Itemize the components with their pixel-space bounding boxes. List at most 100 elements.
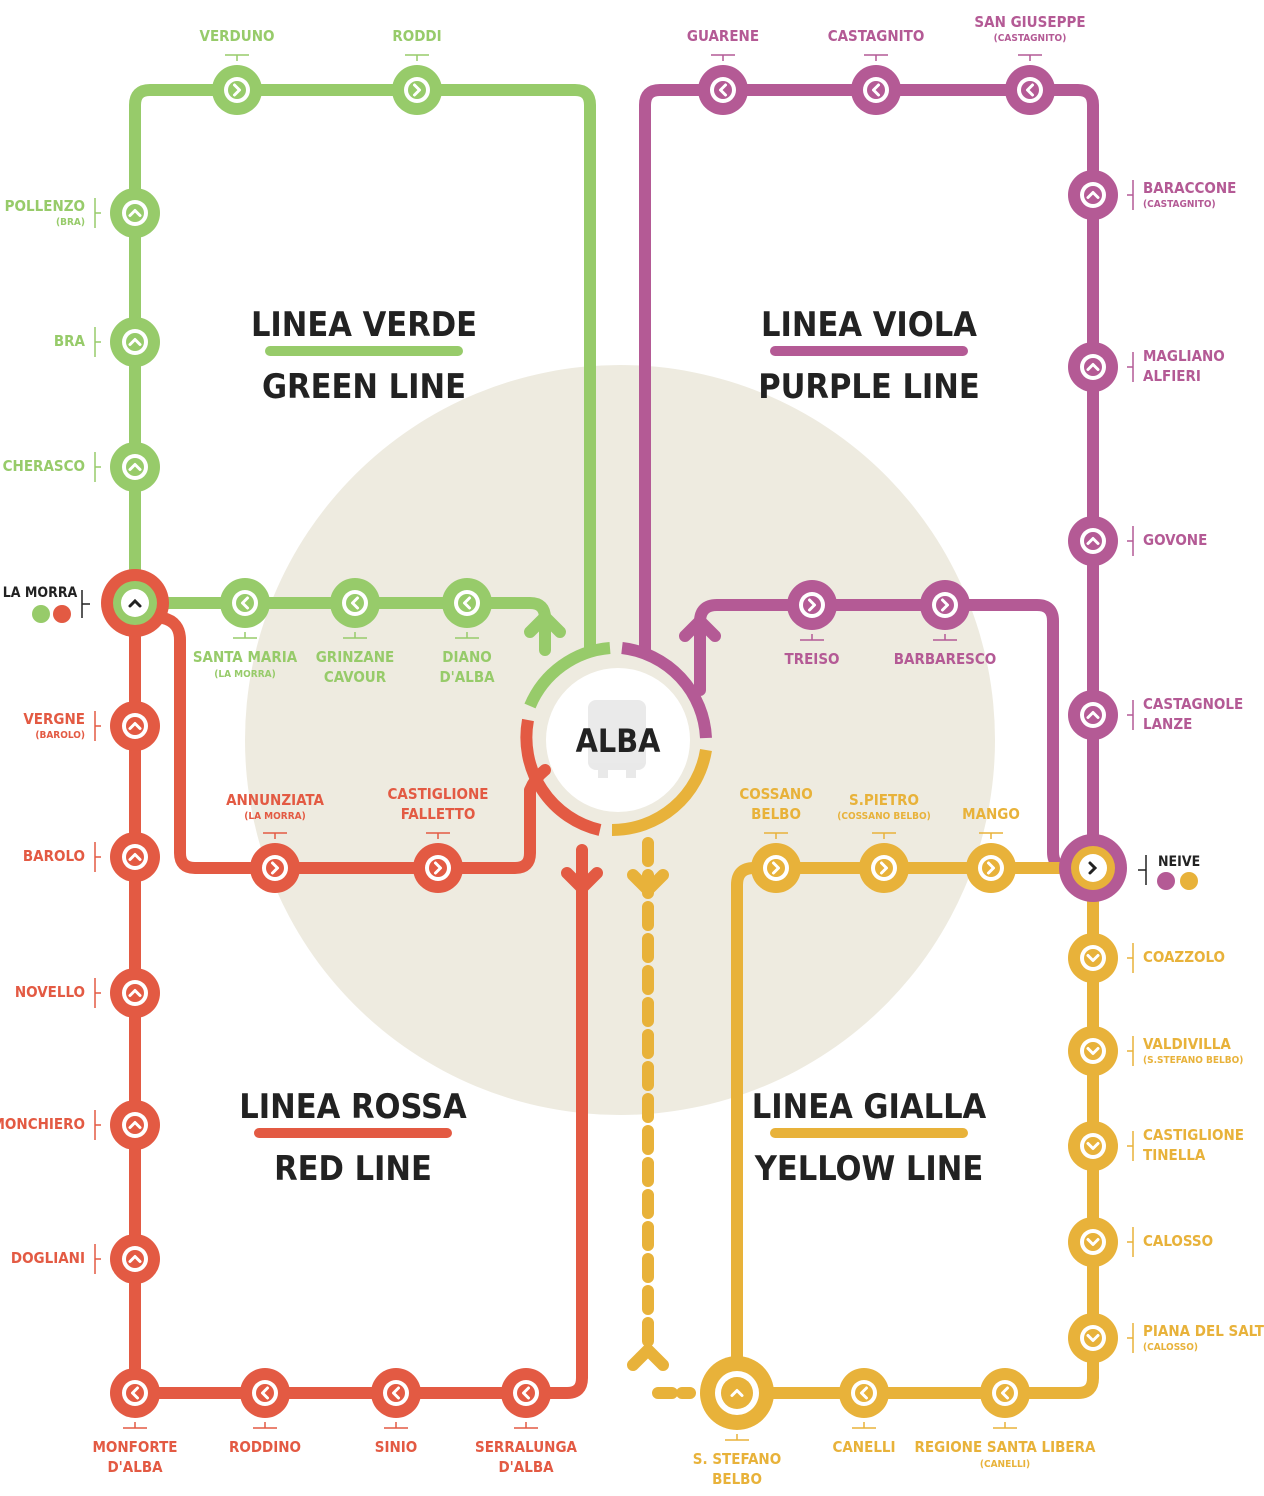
station-label-santa-maria: SANTA MARIA(LA MORRA) — [193, 632, 298, 680]
station-name: COSSANO — [739, 785, 812, 803]
station-name: BAROLO — [23, 847, 85, 865]
station-annunziata[interactable] — [250, 843, 300, 893]
station-label-pollenzo: POLLENZO(BRA) — [5, 197, 101, 228]
station-name: GOVONE — [1143, 531, 1207, 549]
station-coazzolo[interactable] — [1068, 933, 1118, 983]
station-name: CASTIGLIONE — [1143, 1126, 1244, 1144]
neive-yellow-dot — [1180, 872, 1198, 890]
station-baraccone[interactable] — [1068, 170, 1118, 220]
station-diano[interactable] — [442, 578, 492, 628]
station-canelli[interactable] — [839, 1368, 889, 1418]
station-san-giuseppe[interactable] — [1005, 65, 1055, 115]
station-sub: (LA MORRA) — [244, 811, 305, 822]
station-cossano[interactable] — [751, 843, 801, 893]
station-treiso[interactable] — [787, 580, 837, 630]
station-bra[interactable] — [110, 317, 160, 367]
station-grinzane[interactable] — [330, 578, 380, 628]
station-name: D'ALBA — [498, 1458, 554, 1476]
station-barolo[interactable] — [110, 832, 160, 882]
station-name: CASTAGNOLE — [1143, 695, 1243, 713]
la-morra-label: LA MORRA — [3, 585, 78, 601]
station-sub: (CANELLI) — [980, 1459, 1030, 1470]
station-s-pietro[interactable] — [859, 843, 909, 893]
station-mango[interactable] — [966, 843, 1016, 893]
station-sub: (CASTAGNITO) — [994, 33, 1067, 44]
station-sub: (BAROLO) — [35, 730, 85, 741]
station-label-novello: NOVELLO — [15, 978, 101, 1008]
red-line-title-en: RED LINE — [274, 1149, 432, 1189]
station-label-bra: BRA — [54, 327, 101, 357]
station-name: CALOSSO — [1143, 1232, 1213, 1250]
station-calosso[interactable] — [1068, 1217, 1118, 1267]
station-piana[interactable] — [1068, 1313, 1118, 1363]
station-pollenzo[interactable] — [110, 188, 160, 238]
station-regione[interactable] — [980, 1368, 1030, 1418]
station-name: GUARENE — [687, 27, 759, 45]
station-name: GRINZANE — [316, 648, 395, 666]
neive-label: NEIVE — [1158, 854, 1200, 870]
station-label-barbaresco: BARBARESCO — [894, 634, 997, 668]
station-label-roddi: RODDI — [392, 27, 442, 61]
station-sub: (S.STEFANO BELBO) — [1143, 1055, 1243, 1066]
station-guarene[interactable] — [698, 65, 748, 115]
green-line-title: LINEA VERDE GREEN LINE — [251, 305, 477, 407]
station-name: CAVOUR — [324, 668, 387, 686]
station-serralunga[interactable] — [501, 1368, 551, 1418]
station-name: MANGO — [962, 805, 1020, 823]
station-label-castagnole: CASTAGNOLE LANZE — [1127, 695, 1243, 733]
interchange-neive[interactable] — [1059, 834, 1127, 902]
station-magliano[interactable] — [1068, 342, 1118, 392]
interchange-la-morra[interactable] — [101, 569, 169, 637]
station-vergne[interactable] — [110, 701, 160, 751]
station-castiglione-falletto[interactable] — [413, 843, 463, 893]
station-sinio[interactable] — [371, 1368, 421, 1418]
station-label-regione: REGIONE SANTA LIBERA(CANELLI) — [915, 1422, 1096, 1470]
station-verduno[interactable] — [212, 65, 262, 115]
alba-hub[interactable]: ALBA — [520, 642, 712, 837]
station-name: LANZE — [1143, 715, 1192, 733]
station-name: S. STEFANO — [693, 1450, 781, 1468]
station-name: CANELLI — [832, 1438, 895, 1456]
station-name: CASTIGLIONE — [388, 785, 489, 803]
la-morra-red-dot — [53, 605, 71, 623]
station-name: VALDIVILLA — [1143, 1035, 1231, 1053]
station-label-roddino: RODDINO — [229, 1422, 301, 1456]
station-name: D'ALBA — [439, 668, 495, 686]
neive-purple-dot — [1157, 872, 1175, 890]
station-novello[interactable] — [110, 968, 160, 1018]
station-sub: (COSSANO BELBO) — [837, 811, 931, 822]
station-barbaresco[interactable] — [920, 580, 970, 630]
station-castiglione-tinella[interactable] — [1068, 1121, 1118, 1171]
station-label-treiso: TREISO — [784, 634, 840, 668]
station-govone[interactable] — [1068, 516, 1118, 566]
station-label-mango: MANGO — [962, 805, 1020, 839]
station-sub: (CASTAGNITO) — [1143, 199, 1216, 210]
station-name: TINELLA — [1143, 1146, 1206, 1164]
station-valdivilla[interactable] — [1068, 1026, 1118, 1076]
green-route — [129, 84, 596, 656]
station-label-castagnito: CASTAGNITO — [828, 27, 924, 61]
station-dogliani[interactable] — [110, 1234, 160, 1284]
station-roddi[interactable] — [392, 65, 442, 115]
station-label-grinzane: GRINZANE CAVOUR — [316, 632, 395, 686]
station-monforte[interactable] — [110, 1368, 160, 1418]
la-morra-green-dot — [32, 605, 50, 623]
station-monchiero[interactable] — [110, 1100, 160, 1150]
station-santa-maria[interactable] — [220, 578, 270, 628]
bus-icon — [588, 700, 646, 778]
yellow-line-title-it: LINEA GIALLA — [752, 1087, 987, 1127]
station-cherasco[interactable] — [110, 442, 160, 492]
station-castagnole[interactable] — [1068, 690, 1118, 740]
station-name: FALLETTO — [401, 805, 476, 823]
station-s-stefano[interactable] — [700, 1356, 774, 1430]
station-name: BARBARESCO — [894, 650, 997, 668]
station-name: RODDI — [392, 27, 441, 45]
station-name: BRA — [54, 332, 86, 350]
green-line-title-en: GREEN LINE — [262, 367, 466, 407]
station-castagnito[interactable] — [851, 65, 901, 115]
station-name: BELBO — [712, 1470, 762, 1488]
station-roddino[interactable] — [240, 1368, 290, 1418]
